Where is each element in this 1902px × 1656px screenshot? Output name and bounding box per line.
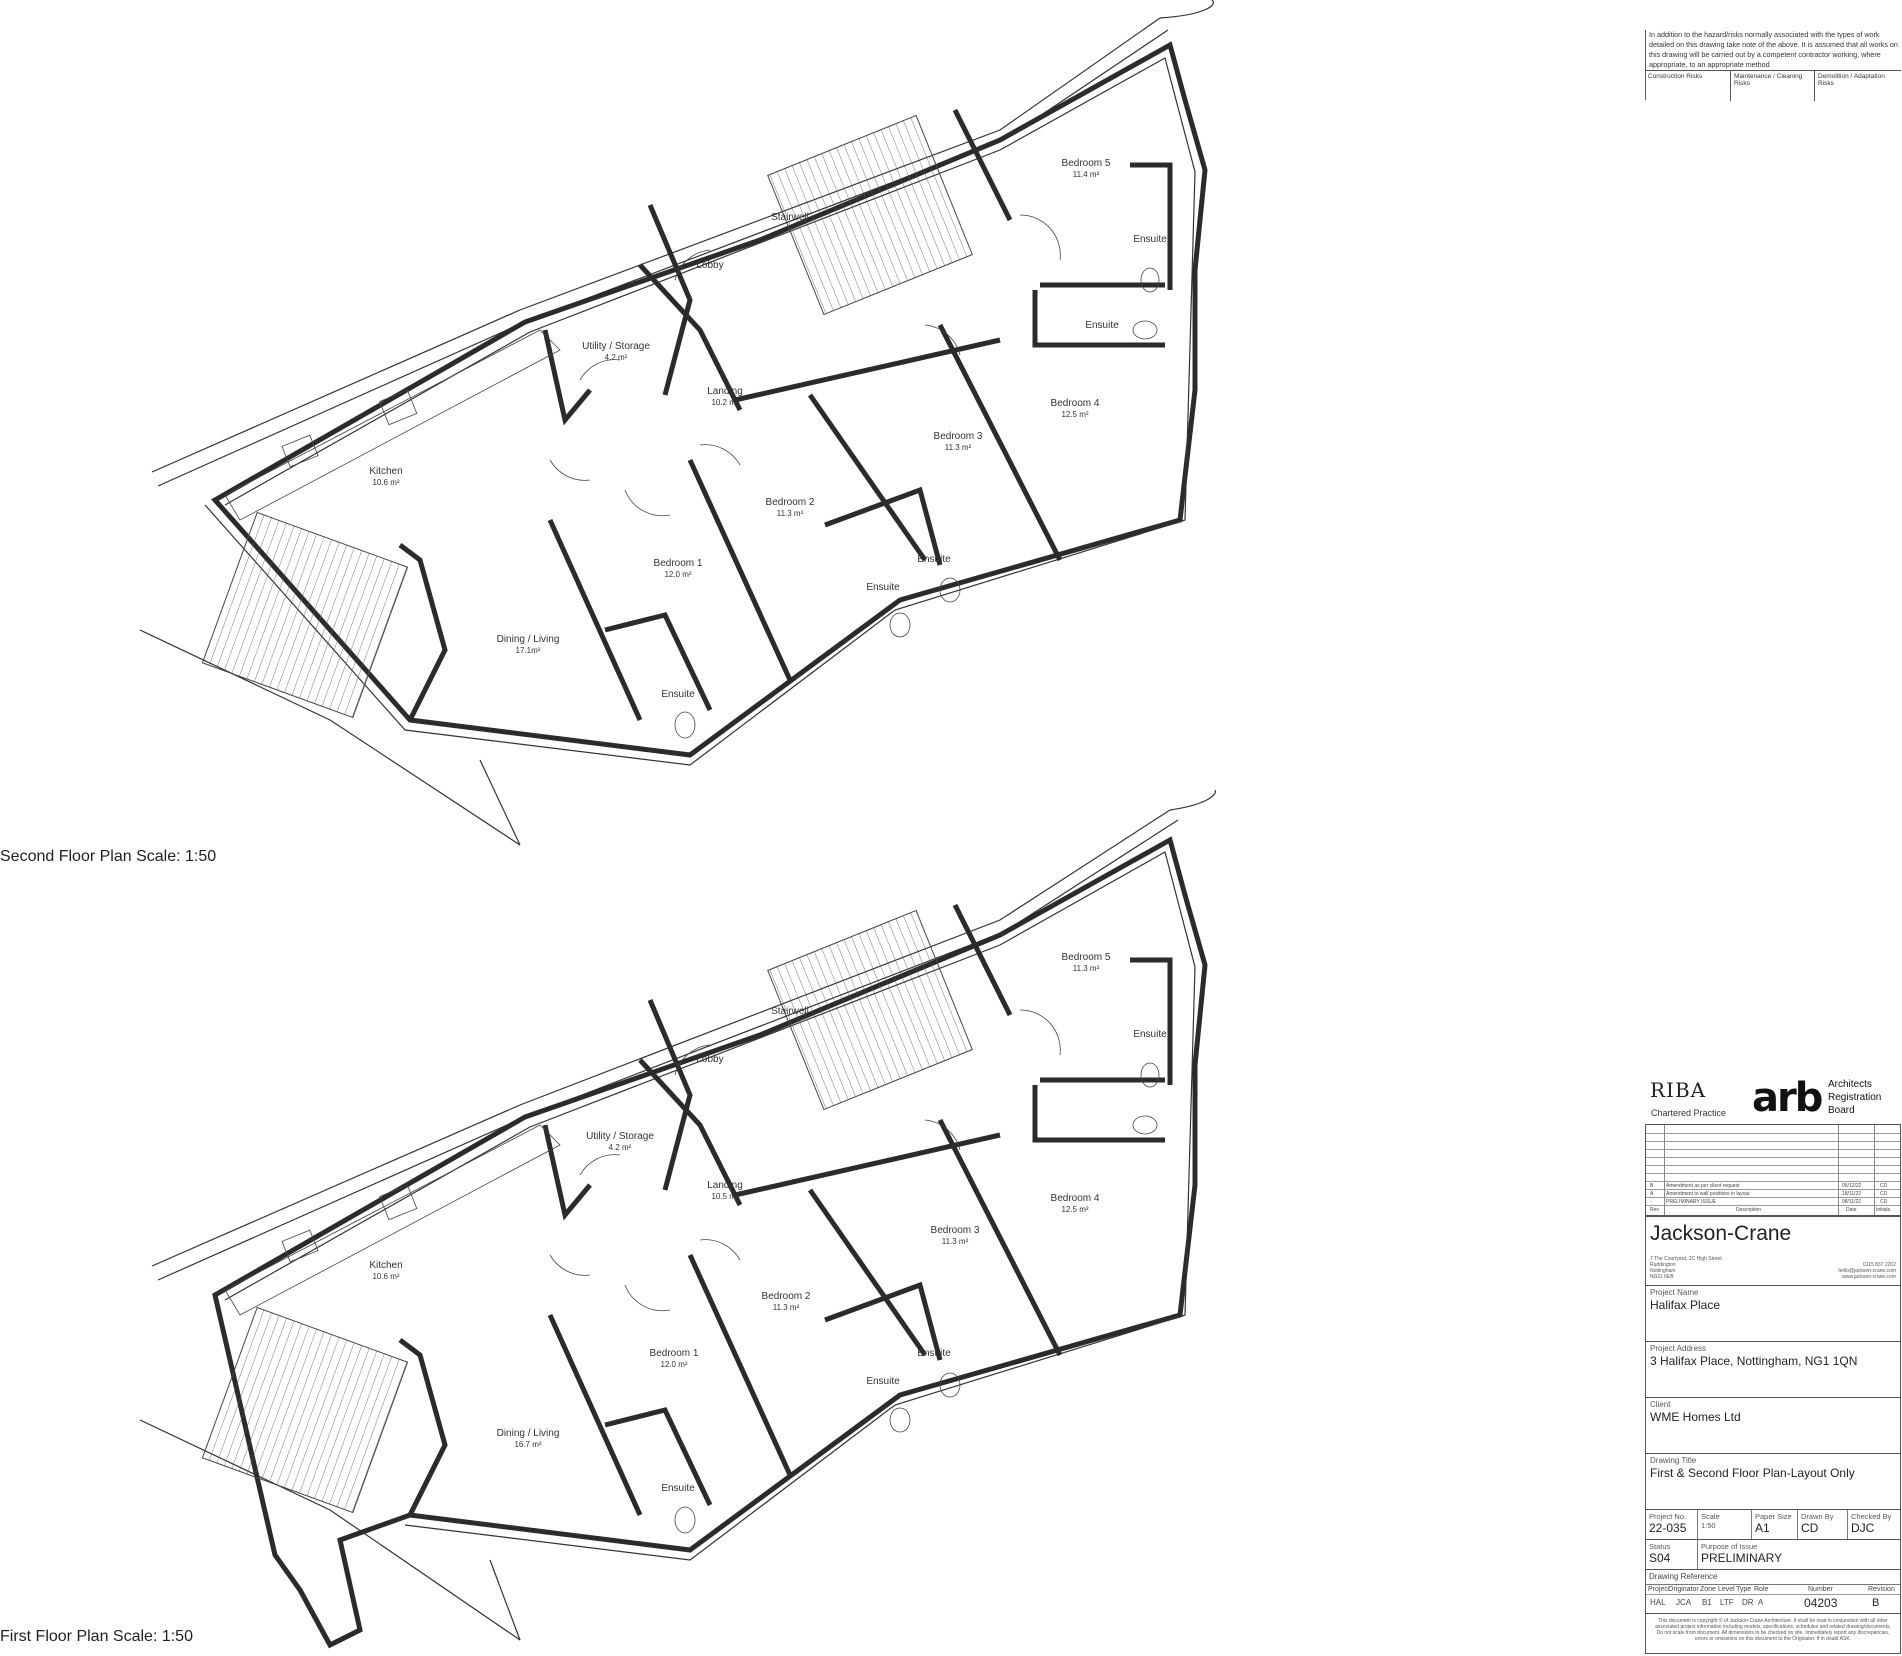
riba-logo: RIBA xyxy=(1650,1078,1707,1102)
hazard-col-maintenance: Maintenance / Cleaning Risks xyxy=(1734,73,1803,87)
room-label: Bedroom 4 xyxy=(1051,398,1100,409)
room-area: 11.3 m² xyxy=(1073,964,1100,973)
room-label: Stairwell xyxy=(771,212,809,223)
room-area: 11.3 m² xyxy=(773,1303,800,1312)
room-label: Bedroom 1 xyxy=(650,1348,699,1359)
project-info-row: Project No. 22-035 Scale 1:50 Paper Size… xyxy=(1645,1510,1901,1540)
room-label: Ensuite xyxy=(917,554,951,565)
first-floor-caption: First Floor Plan Scale: 1:50 xyxy=(0,1628,193,1645)
drawn-by: CD xyxy=(1801,1521,1819,1535)
room-area: 12.0 m² xyxy=(664,570,691,579)
boundary-line xyxy=(151,17,1161,473)
room-label: Bedroom 2 xyxy=(762,1291,811,1302)
revision-row: B Amendment as per client request 05/12/… xyxy=(1646,1181,1900,1190)
room-area: 10.2 m² xyxy=(711,398,738,407)
room-label: Bedroom 4 xyxy=(1051,1193,1100,1204)
room-area: 10.6 m² xyxy=(372,478,399,487)
project-name: Halifax Place xyxy=(1650,1298,1721,1312)
riba-subtitle: Chartered Practice xyxy=(1651,1108,1727,1118)
room-area: 11.4 m² xyxy=(1073,170,1100,179)
room-label: Ensuite xyxy=(1133,1029,1167,1040)
room-label: Utility / Storage xyxy=(582,341,650,352)
first-floor-plan: Bedroom 5 11.3 m² Stairwell Lobby Ensuit… xyxy=(139,789,1216,1649)
room-area: 4.2 m² xyxy=(609,1143,632,1152)
hazard-risk-columns: Construction Risks Maintenance / Cleanin… xyxy=(1645,70,1901,101)
room-label: Lobby xyxy=(696,1054,723,1065)
room-label: Bedroom 1 xyxy=(654,558,703,569)
revision-table: B Amendment as per client request 05/12/… xyxy=(1645,1124,1901,1216)
firm-name: Jackson-Crane xyxy=(1650,1222,1792,1245)
firm-block xyxy=(1645,1216,1901,1286)
status-code: S04 xyxy=(1649,1551,1671,1565)
drawing-reference: Drawing Reference Project Originator Zon… xyxy=(1645,1570,1901,1614)
room-label: Ensuite xyxy=(866,582,900,593)
paper-size: A1 xyxy=(1755,1521,1770,1535)
drawing-number: 04203 xyxy=(1804,1596,1838,1610)
arb-name: Architects Registration Board xyxy=(1828,1079,1882,1116)
room-label: Ensuite xyxy=(1133,234,1167,245)
room-area: 17.1m² xyxy=(516,646,541,655)
room-label: Ensuite xyxy=(866,1376,900,1387)
room-label: Ensuite xyxy=(661,1483,695,1494)
room-label: Stairwell xyxy=(771,1006,809,1017)
drawing-scale: 1:50 xyxy=(1701,1521,1716,1530)
room-label: Ensuite xyxy=(917,1348,951,1359)
purpose-of-issue: PRELIMINARY xyxy=(1701,1551,1783,1565)
drawing-title-field: Drawing Title First & Second Floor Plan-… xyxy=(1645,1454,1901,1510)
room-label: Kitchen xyxy=(369,1260,402,1271)
first-floor-outline xyxy=(212,836,1208,1649)
project-address: 3 Halifax Place, Nottingham, NG1 1QN xyxy=(1650,1354,1858,1368)
room-label: Bedroom 2 xyxy=(766,497,815,508)
revision-row: A Amendment to wall positions in layout … xyxy=(1646,1189,1900,1198)
room-label: Ensuite xyxy=(1085,320,1119,331)
room-label: Bedroom 3 xyxy=(931,1225,980,1236)
room-label: Landing xyxy=(707,1180,743,1191)
room-label: Dining / Living xyxy=(497,634,560,645)
room-area: 12.5 m² xyxy=(1061,410,1088,419)
hazard-col-construction: Construction Risks xyxy=(1648,73,1703,80)
project-name-field: Project Name Halifax Place xyxy=(1645,1286,1901,1342)
room-area: 12.0 m² xyxy=(660,1360,687,1369)
client-name: WME Homes Ltd xyxy=(1650,1410,1741,1424)
copyright-notice: This document is copyright © of Jackson-… xyxy=(1645,1614,1901,1654)
drawing-revision: B xyxy=(1872,1597,1880,1609)
room-label: Lobby xyxy=(696,260,723,271)
status-row: Status S04 Purpose of Issue PRELIMINARY xyxy=(1645,1540,1901,1570)
room-label: Landing xyxy=(707,386,743,397)
stairwell-stairs xyxy=(767,114,973,316)
client-field: Client WME Homes Ltd xyxy=(1645,1398,1901,1454)
project-address-field: Project Address 3 Halifax Place, Notting… xyxy=(1645,1342,1901,1398)
room-label: Bedroom 5 xyxy=(1062,952,1111,963)
room-area: 10.6 m² xyxy=(372,1272,399,1281)
room-area: 11.3 m² xyxy=(942,1237,969,1246)
firm-address: 7 The Courtyard, 2C High Street Ruddingt… xyxy=(1650,1256,1722,1280)
arb-logo: arb xyxy=(1752,1075,1823,1121)
room-area: 12.5 m² xyxy=(1061,1205,1088,1214)
room-area: 11.3 m² xyxy=(945,443,972,452)
room-label: Utility / Storage xyxy=(586,1131,654,1142)
room-area: 16.7 m² xyxy=(514,1440,541,1449)
firm-contact: 0115 837 2202 hello@jackson-crane.com ww… xyxy=(1838,1262,1896,1280)
room-area: 4.2 m² xyxy=(605,353,628,362)
room-area: 10.5 m² xyxy=(711,1192,738,1201)
checked-by: DJC xyxy=(1851,1521,1875,1535)
room-label: Bedroom 3 xyxy=(934,431,983,442)
drawing-title: First & Second Floor Plan-Layout Only xyxy=(1650,1466,1855,1480)
second-floor-plan: Bedroom 5 11.4 m² Stairwell Lobby Ensuit… xyxy=(139,0,1214,846)
hazard-note: In addition to the hazard/risks normally… xyxy=(1645,30,1901,100)
revision-row: - PRELIMINARY ISSUE 08/11/22 CD xyxy=(1646,1197,1900,1206)
room-label: Kitchen xyxy=(369,466,402,477)
second-floor-caption: Second Floor Plan Scale: 1:50 xyxy=(0,848,217,865)
room-label: Ensuite xyxy=(661,689,695,700)
room-label: Dining / Living xyxy=(497,1428,560,1439)
revision-header: Rev Description Date Initials xyxy=(1646,1205,1900,1214)
hazard-col-demolition: Demolition / Adaptation Risks xyxy=(1818,73,1885,87)
project-number: 22-035 xyxy=(1649,1521,1687,1535)
room-label: Bedroom 5 xyxy=(1062,158,1111,169)
room-area: 11.3 m² xyxy=(777,509,804,518)
